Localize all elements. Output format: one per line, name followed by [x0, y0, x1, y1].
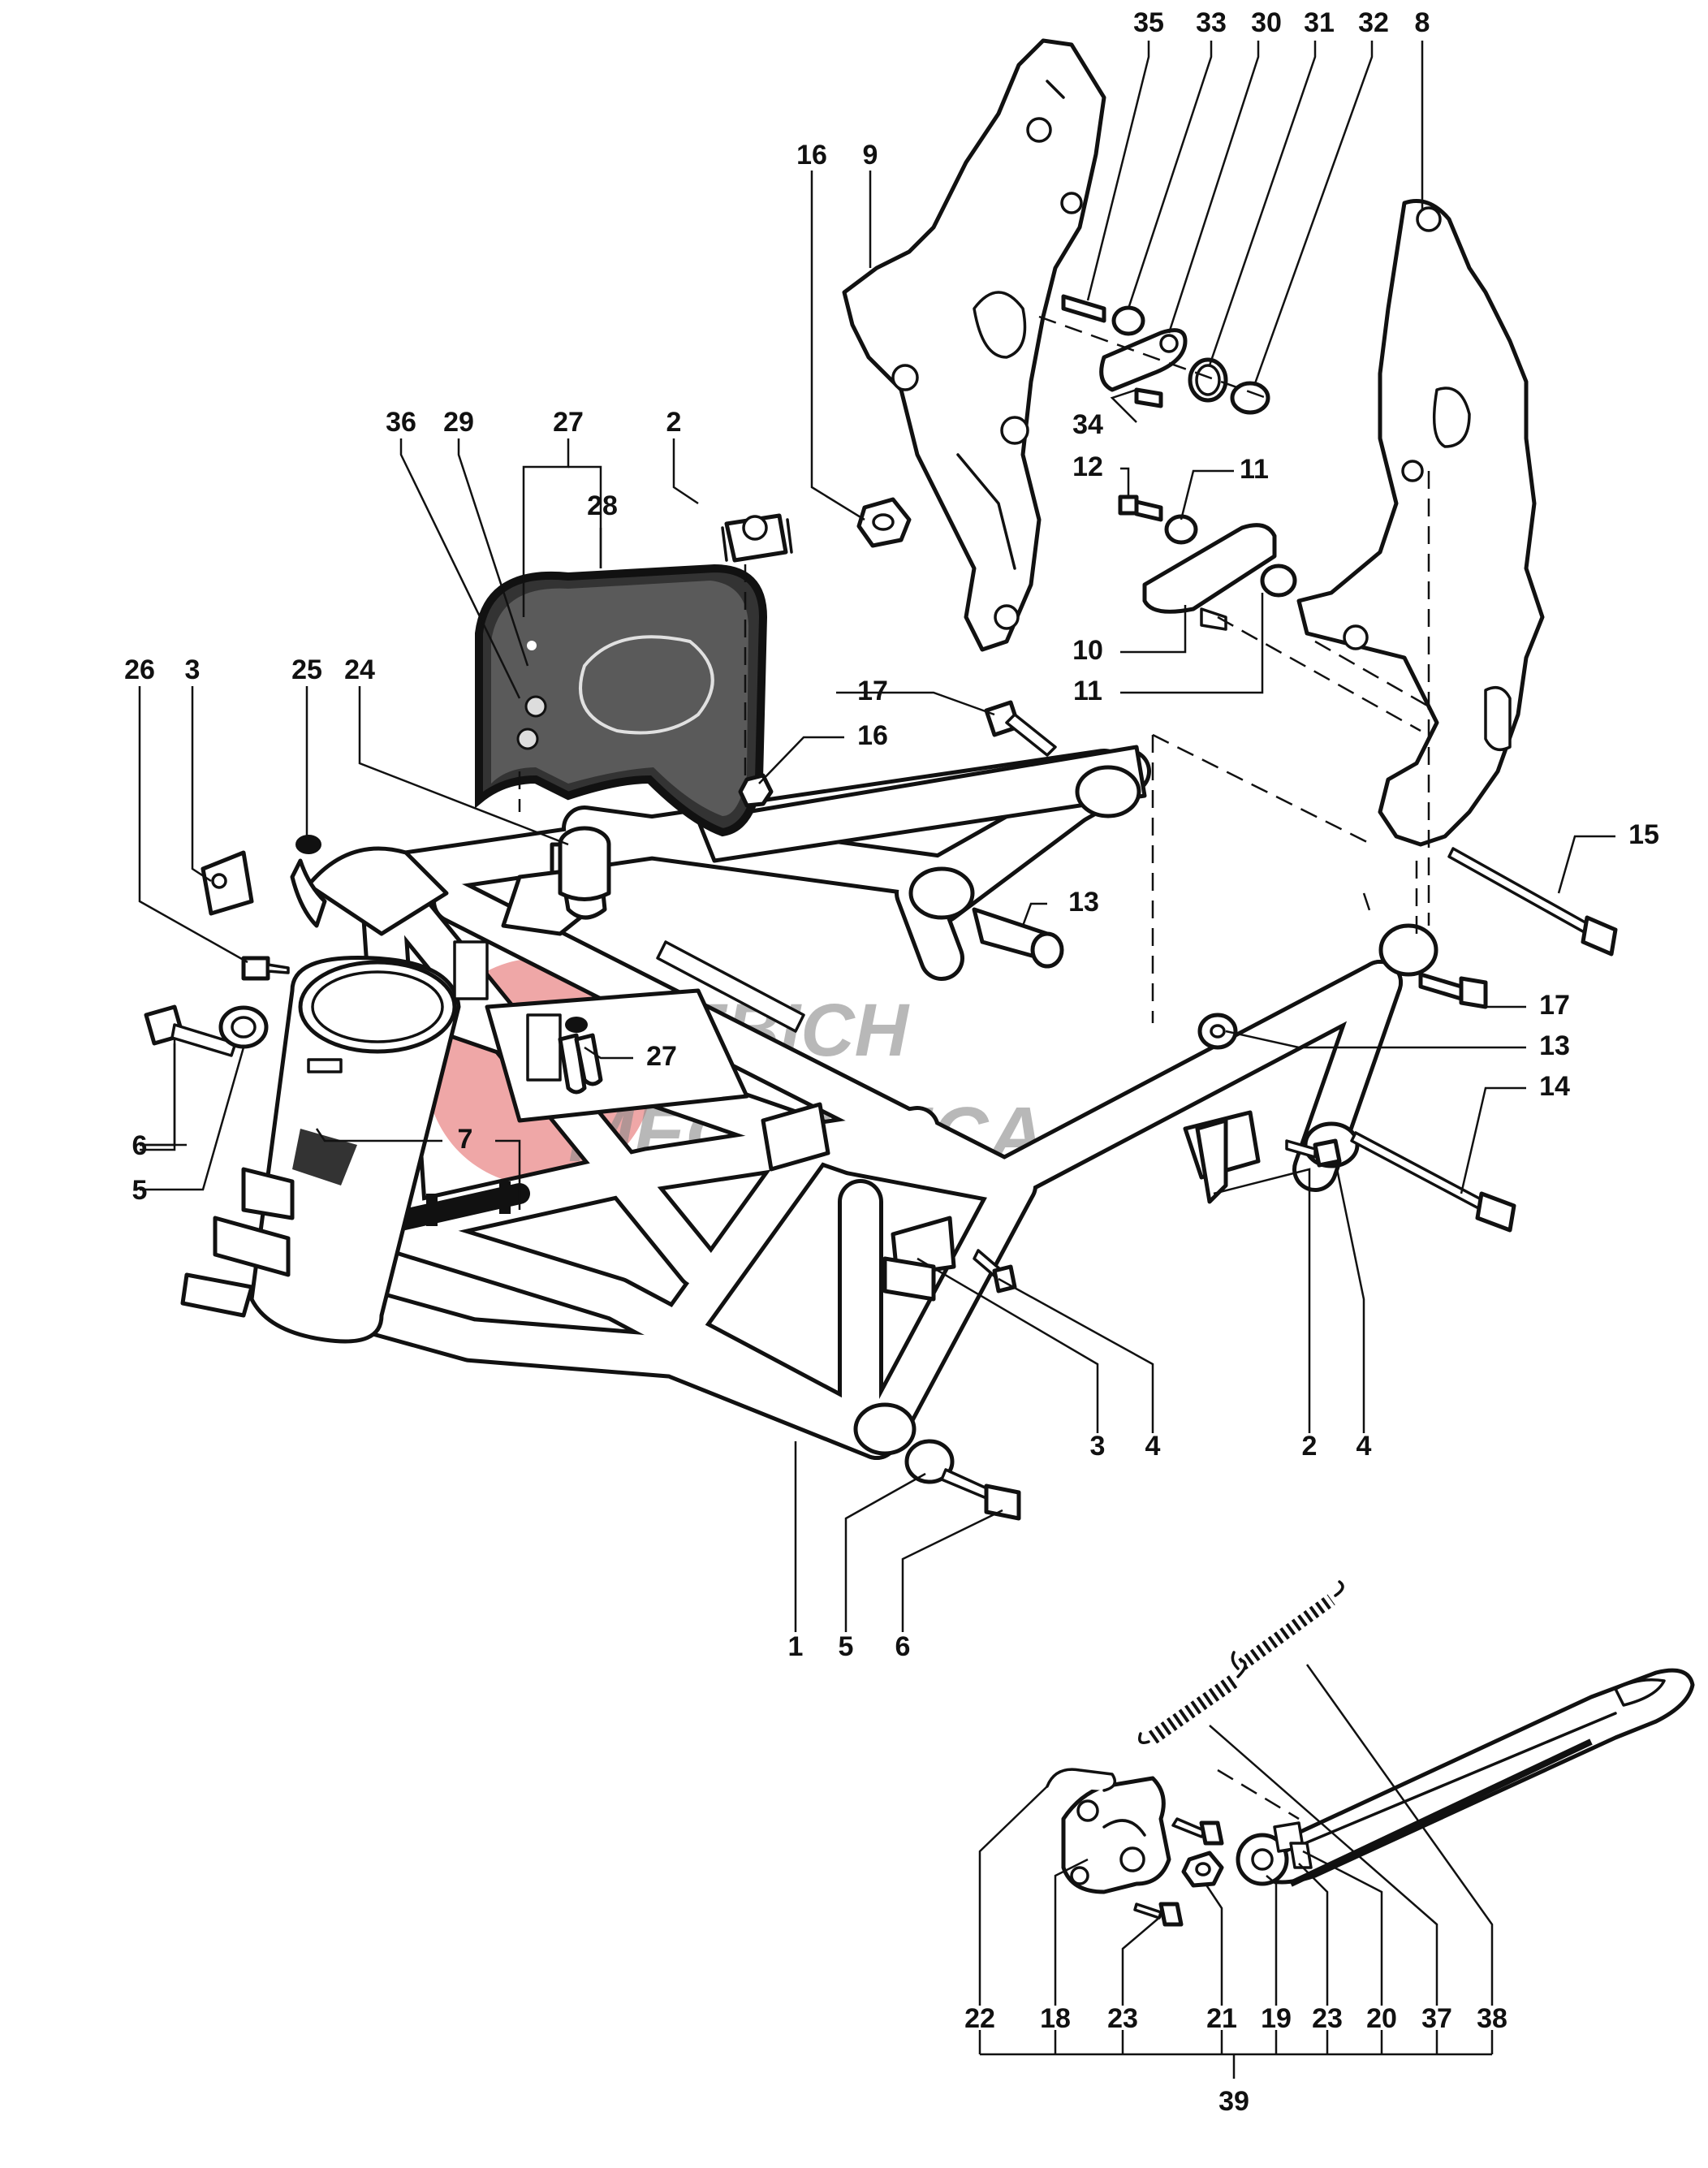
long-bolt-15 [1447, 847, 1618, 957]
callout-11-bottom: 11 [1073, 676, 1102, 706]
callout-23-left: 23 [1107, 2003, 1138, 2034]
callout-10: 10 [1072, 635, 1103, 666]
callout-3-bottom: 3 [1090, 1431, 1106, 1462]
bolt-4-right [1285, 1138, 1342, 1168]
footpeg-plate-left-9 [842, 38, 1106, 652]
bushing-13-upper [972, 907, 1064, 969]
callout-7: 7 [458, 1124, 473, 1155]
callout-27-top: 27 [553, 407, 584, 438]
bolt-6-lower [940, 1468, 1021, 1521]
hose-fitting-27 [558, 1017, 603, 1095]
callout-37: 37 [1421, 2003, 1452, 2034]
bushing-5-lower [904, 1439, 955, 1484]
clip-2-right [1195, 1118, 1228, 1204]
callout-5-bottom: 5 [839, 1631, 854, 1662]
callout-21: 21 [1206, 2003, 1237, 2034]
bushing-5-left [218, 1005, 269, 1049]
bolt-6-left [144, 1004, 237, 1057]
callout-12: 12 [1072, 451, 1103, 482]
callout-23-right: 23 [1312, 2003, 1343, 2034]
long-bolt-14 [1350, 1131, 1516, 1233]
callout-15: 15 [1628, 819, 1659, 850]
callout-18: 18 [1040, 2003, 1071, 2034]
callout-labels: 35 33 30 31 32 8 16 9 34 12 11 10 11 36 … [124, 7, 1659, 2117]
leader-lines [138, 41, 1615, 2079]
gearshift-pivot-parts [1061, 294, 1270, 415]
main-frame [180, 745, 1438, 1460]
callout-36: 36 [386, 407, 416, 438]
callout-8: 8 [1415, 7, 1430, 38]
steering-lock-24 [501, 826, 611, 936]
callout-2-top: 2 [666, 407, 682, 438]
side-stand-assembly [1046, 1580, 1695, 1927]
callout-26: 26 [124, 654, 155, 685]
bracket-3-left [201, 850, 254, 916]
callout-28: 28 [587, 490, 618, 521]
callout-13-upper: 13 [1068, 887, 1099, 918]
footpeg-10 [1118, 494, 1297, 631]
callout-25: 25 [291, 654, 322, 685]
callout-22: 22 [964, 2003, 995, 2034]
callout-5-left: 5 [132, 1175, 148, 1206]
grommet-25 [290, 835, 327, 928]
callout-31: 31 [1304, 7, 1335, 38]
callout-6-left: 6 [132, 1130, 148, 1161]
callout-24: 24 [344, 654, 375, 685]
callout-39: 39 [1218, 2086, 1249, 2117]
callout-29: 29 [443, 407, 474, 438]
callout-34: 34 [1072, 409, 1103, 440]
callout-27-lower: 27 [646, 1041, 677, 1072]
callout-16-middle: 16 [857, 720, 888, 751]
callout-33: 33 [1196, 7, 1227, 38]
callout-19: 19 [1261, 2003, 1292, 2034]
callout-13-lower: 13 [1539, 1030, 1570, 1061]
callout-30: 30 [1251, 7, 1282, 38]
bolt-26 [241, 956, 290, 981]
callout-20: 20 [1366, 2003, 1397, 2034]
callout-2-bottom: 2 [1302, 1431, 1318, 1462]
callout-38: 38 [1477, 2003, 1507, 2034]
callout-14: 14 [1539, 1071, 1570, 1102]
nut-16-lower [738, 773, 774, 808]
callout-32: 32 [1358, 7, 1389, 38]
callout-9: 9 [863, 140, 878, 171]
heat-shield-cover [475, 564, 768, 837]
callout-35: 35 [1133, 7, 1164, 38]
bolt-17-upper [984, 700, 1057, 757]
callout-4-bottom: 4 [1145, 1431, 1161, 1462]
bolt-17-lower [1418, 972, 1488, 1009]
footpeg-plate-right-8 [1296, 199, 1545, 847]
nut-16-upper [856, 497, 912, 548]
assembly-lines [518, 315, 1430, 1820]
callout-11-top: 11 [1240, 454, 1269, 485]
callout-4-right: 4 [1356, 1431, 1372, 1462]
callout-3-left: 3 [185, 654, 201, 685]
callout-6-bottom: 6 [895, 1631, 911, 1662]
callout-1: 1 [788, 1631, 804, 1662]
steering-head [180, 956, 461, 1344]
callout-16-top: 16 [796, 140, 827, 171]
washer-13-lower [1197, 1013, 1238, 1050]
callout-17-lower: 17 [1539, 990, 1570, 1021]
clamp-2-top [721, 513, 793, 563]
callout-17-top: 17 [857, 676, 888, 706]
